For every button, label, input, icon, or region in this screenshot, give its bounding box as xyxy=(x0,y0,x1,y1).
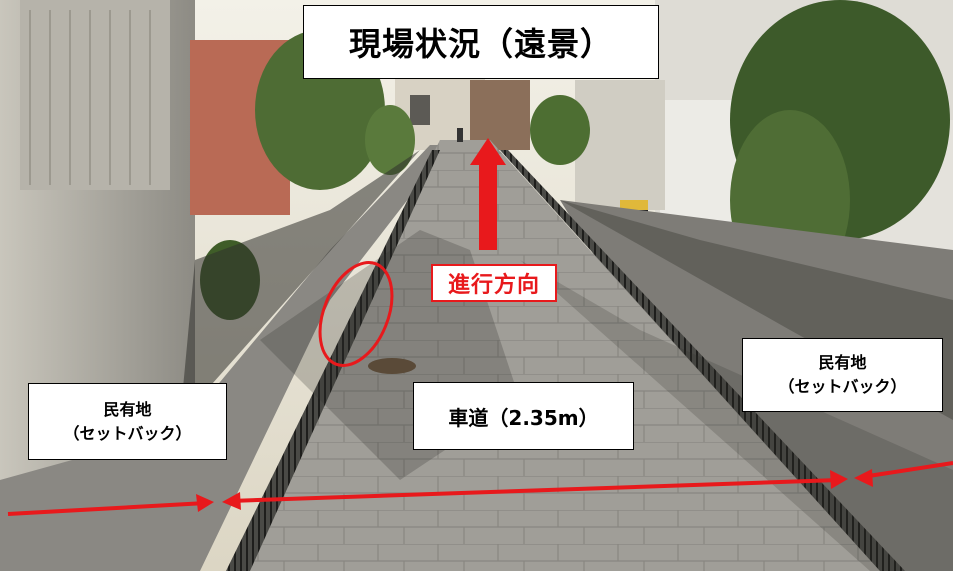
left-label-line2: （セットバック） xyxy=(63,423,192,443)
page-title: 現場状況（遠景） xyxy=(303,5,659,79)
roadway-text: 車道（2.35m） xyxy=(448,405,599,430)
width-dimension-arrow xyxy=(7,461,953,516)
direction-label: 進行方向 xyxy=(431,264,557,302)
right-label-line1: 民有地 xyxy=(818,353,867,372)
left-label-line1: 民有地 xyxy=(103,399,152,419)
highlight-ellipse xyxy=(318,261,394,367)
direction-arrow-icon xyxy=(470,138,506,250)
direction-text: 進行方向 xyxy=(447,273,540,298)
right-private-land-label: 民有地 （セットバック） xyxy=(742,338,943,412)
title-text: 現場状況（遠景） xyxy=(348,25,613,63)
right-label-line2: （セットバック） xyxy=(778,377,907,396)
left-private-land-label: 民有地 （セットバック） xyxy=(28,383,227,460)
roadway-label: 車道（2.35m） xyxy=(413,382,634,450)
